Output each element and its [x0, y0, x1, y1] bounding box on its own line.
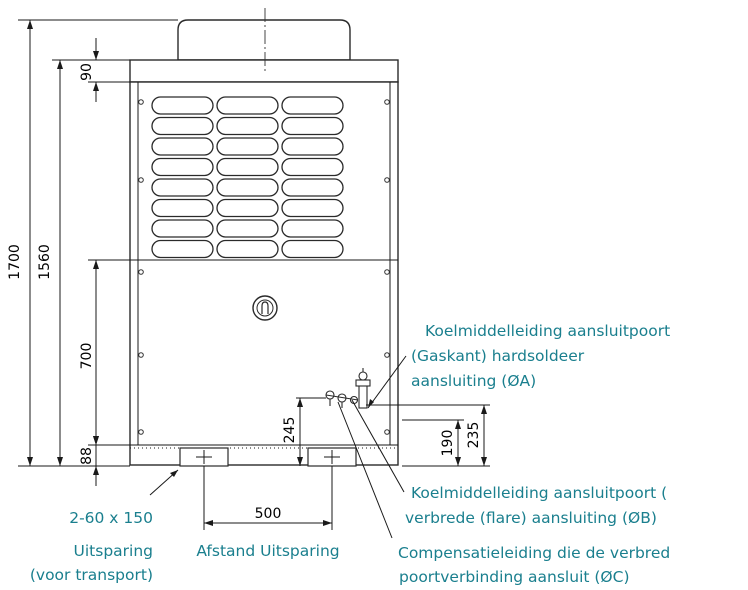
grille-slot: [281, 116, 344, 136]
drain-fitting-icon: [252, 295, 278, 321]
spacing-label: Afstand Uitsparing: [196, 542, 339, 560]
dim-88: 88: [79, 447, 95, 465]
grille-slot: [151, 96, 214, 115]
grille-slot: [216, 178, 279, 197]
grille-slot: [216, 239, 279, 259]
dim-700: 700: [79, 343, 95, 370]
grille-slot: [151, 137, 214, 156]
grille-slot: [281, 137, 344, 156]
unit-body: [129, 8, 399, 467]
grille-slot: [216, 157, 279, 177]
gas-port-line-3: aansluiting (ØA): [411, 372, 536, 390]
arrowheads: [27, 20, 487, 526]
gas-port-line-1: Koelmiddelleiding aansluitpoort: [425, 322, 670, 340]
grille-slot: [281, 178, 344, 197]
opening-line-2: Uitsparing: [74, 542, 153, 560]
callout-opening: 2-60 x 150 Uitsparing (voor transport): [30, 509, 153, 584]
grille-slot: [281, 219, 344, 238]
dimension-lines: [18, 19, 490, 539]
screws: [138, 99, 390, 435]
opening-line-3: (voor transport): [30, 566, 153, 584]
grille-slot: [216, 96, 279, 115]
callout-comp-port: Compensatieleiding die de verbred poortv…: [398, 544, 670, 586]
port-valve-icon: [325, 368, 371, 409]
dim-245: 245: [282, 417, 298, 444]
air-grille: [151, 96, 344, 259]
grille-slot: [281, 96, 344, 115]
opening-line-1: 2-60 x 150: [69, 509, 153, 527]
flare-port-line-2: verbrede (flare) aansluiting (ØB): [405, 509, 657, 527]
dim-235: 235: [466, 422, 482, 449]
dim-1700: 1700: [7, 244, 23, 280]
dim-90: 90: [79, 63, 95, 81]
grille-slot: [281, 157, 344, 177]
dim-1560: 1560: [37, 244, 53, 280]
dim-190: 190: [440, 430, 456, 457]
grille-slot: [216, 116, 279, 136]
callout-flare-port: Koelmiddelleiding aansluitpoort ( verbre…: [405, 484, 667, 527]
grille-slot: [151, 219, 214, 238]
grille-slot: [151, 178, 214, 197]
dim-500: 500: [255, 506, 282, 522]
top-rail: [129, 59, 399, 83]
grille-slot: [216, 198, 279, 218]
grille-slot: [216, 219, 279, 238]
gas-port-line-2: (Gaskant) hardsoldeer: [411, 347, 585, 365]
grille-slot: [216, 137, 279, 156]
grille-slot: [151, 198, 214, 218]
callout-gas-port: Koelmiddelleiding aansluitpoort (Gaskant…: [411, 322, 670, 390]
grille-slot: [151, 239, 214, 259]
grille-slot: [281, 198, 344, 218]
grille-slot: [151, 116, 214, 136]
comp-port-line-2: poortverbinding aansluit (ØC): [399, 568, 630, 586]
comp-port-line-1: Compensatieleiding die de verbred: [398, 544, 670, 562]
top-cap: [177, 19, 351, 61]
flare-port-line-1: Koelmiddelleiding aansluitpoort (: [411, 484, 667, 502]
grille-slot: [281, 239, 344, 259]
grille-slot: [151, 157, 214, 177]
